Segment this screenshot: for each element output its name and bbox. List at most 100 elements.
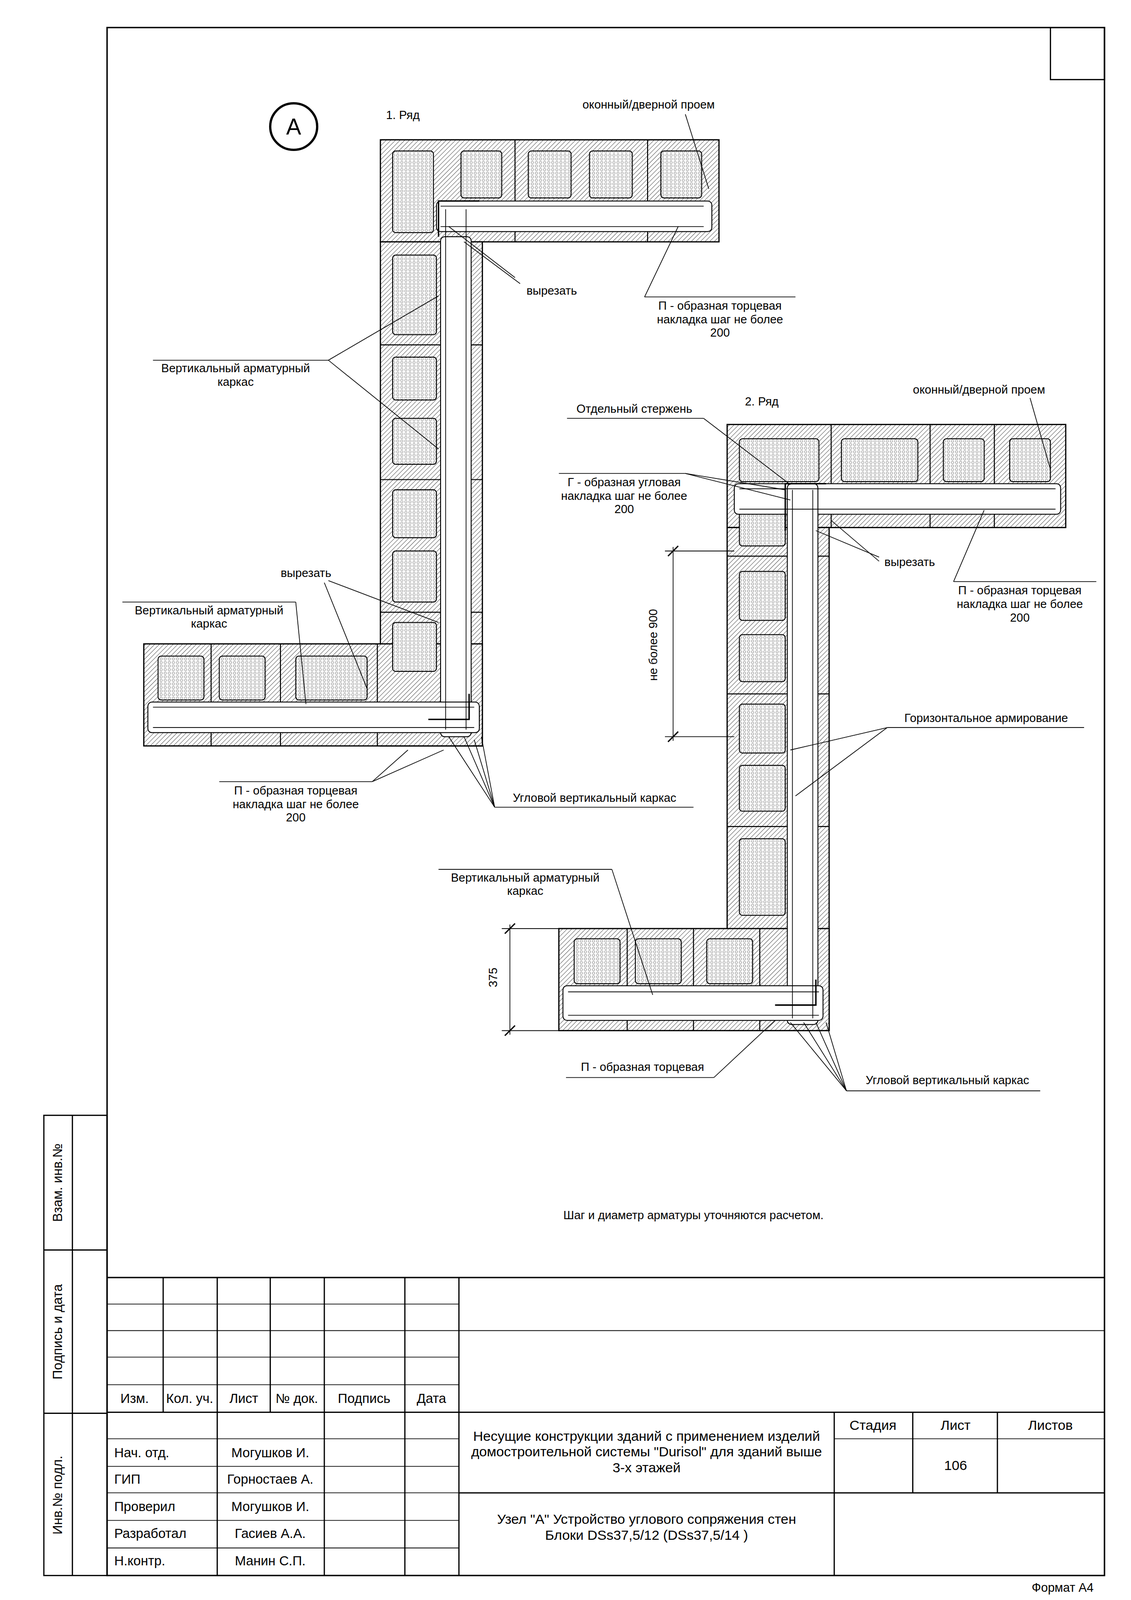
drawing-line <box>440 236 472 737</box>
drawing-line <box>328 580 439 623</box>
drawing-line <box>887 726 1085 728</box>
drawing-line <box>392 418 437 465</box>
drawing-label: Вертикальный арматурный каркас <box>443 871 608 898</box>
drawing-line <box>448 226 515 278</box>
drawing-line <box>295 601 307 705</box>
drawing-line <box>211 140 995 1031</box>
drawing-line <box>841 438 919 482</box>
drawing-label: Взам. инв.№ <box>50 1143 66 1222</box>
drawing-label: Несущие конструкции зданий с применением… <box>465 1428 828 1476</box>
drawing-label: П - образная торцевая накладка шаг не бо… <box>651 299 789 340</box>
drawing-label: Угловой вертикальный каркас <box>865 1073 1029 1088</box>
drawing-line <box>660 150 702 198</box>
drawing-line <box>644 296 796 298</box>
drawing-line <box>107 1303 460 1305</box>
drawing-line <box>107 1277 1105 1576</box>
drawing-line <box>803 1022 847 1091</box>
drawing-line <box>372 749 444 782</box>
drawing-line <box>392 357 437 400</box>
drawing-label: Вертикальный арматурный каркас <box>127 603 291 631</box>
drawing-line <box>562 985 823 1021</box>
drawing-line <box>458 1492 1105 1494</box>
callout-circle: А <box>269 102 318 151</box>
drawing-line <box>43 1115 108 1576</box>
drawing-label: Горизонтальное армирование <box>904 711 1069 726</box>
drawing-label: Вертикальный арматурный каркас <box>154 362 318 390</box>
drawing-line <box>392 550 437 602</box>
drawing-line <box>685 473 791 500</box>
drawing-label: Проверил <box>114 1499 176 1515</box>
drawing-label: Листов <box>1027 1417 1073 1434</box>
drawing-label: № док. <box>275 1391 318 1407</box>
drawing-label: Узел "А" Устройство углового сопряжения … <box>493 1511 800 1543</box>
drawing-label: Дата <box>416 1391 447 1407</box>
drawing-line <box>739 488 1056 490</box>
drawing-label: оконный/дверной проем <box>913 383 1046 397</box>
drawing-label: П - образная торцевая <box>581 1060 705 1074</box>
drawing-line <box>392 254 437 335</box>
drawing-label: 2. Ряд <box>745 395 779 410</box>
drawing-line <box>71 1115 73 1576</box>
drawing-line <box>474 739 495 808</box>
drawing-line <box>565 1077 714 1079</box>
drawing-label: П - образная торцевая накладка шаг не бо… <box>950 583 1089 625</box>
drawing-line <box>152 201 1056 1019</box>
drawing-line <box>380 140 719 243</box>
drawing-line <box>324 582 368 689</box>
drawing-line <box>392 622 437 672</box>
drawing-label: Инв.№ подл. <box>50 1455 66 1535</box>
drawing-line <box>685 114 709 189</box>
drawing-line <box>953 581 1097 582</box>
drawing-line <box>831 520 880 561</box>
drawing-line <box>107 1276 1105 1278</box>
drawing-label: Лист <box>229 1391 259 1407</box>
drawing-line <box>448 736 495 807</box>
drawing-line <box>392 489 437 538</box>
drawing-line <box>152 726 474 728</box>
drawing-line <box>107 27 1105 1576</box>
drawing-line <box>107 1356 460 1358</box>
drawing-line <box>825 1022 847 1091</box>
drawing-line <box>440 205 704 207</box>
drawing-line <box>664 736 735 738</box>
drawing-line <box>107 1303 1105 1548</box>
drawing-line <box>481 736 495 807</box>
drawing-line <box>43 27 1105 1576</box>
drawing-line <box>143 140 1066 1031</box>
drawing-line <box>404 1277 406 1576</box>
drawing-line <box>107 1438 460 1440</box>
drawing-line <box>672 546 674 741</box>
drawing-line <box>726 424 1066 528</box>
drawing-line <box>372 749 408 782</box>
drawing-label: 1. Ряд <box>385 108 420 123</box>
drawing-line <box>494 806 694 808</box>
drawing-label: Горностаев А. <box>227 1471 314 1487</box>
drawing-label: 106 <box>944 1457 967 1474</box>
callout-letter: А <box>286 113 302 140</box>
drawing-line <box>216 1277 218 1576</box>
drawing-line <box>785 483 826 531</box>
drawing-line <box>107 1330 1105 1332</box>
drawing-label: Отдельный стержень <box>576 402 693 416</box>
drawing-line <box>706 938 753 984</box>
drawing-line <box>612 869 653 995</box>
drawing-line <box>152 706 474 708</box>
drawing-line <box>912 1411 914 1493</box>
drawing-line <box>463 736 495 807</box>
drawing-line <box>664 550 735 552</box>
drawing-line <box>566 417 704 419</box>
drawing-line <box>438 201 480 237</box>
drawing-line <box>445 209 447 730</box>
drawing-line <box>833 1411 836 1576</box>
drawing-line <box>107 1411 1105 1413</box>
drawing-label: Изм. <box>120 1391 149 1407</box>
drawing-label: Могушков И. <box>231 1445 310 1461</box>
drawing-label: Манин С.П. <box>234 1553 306 1569</box>
drawing-label: вырезать <box>884 555 935 570</box>
drawing-label: вырезать <box>526 284 577 298</box>
drawing-label: П - образная торцевая накладка шаг не бо… <box>227 783 365 825</box>
drawing-label: Формат А4 <box>1031 1580 1094 1595</box>
drawing-label: 375 <box>487 967 501 988</box>
drawing-line <box>1050 27 1105 80</box>
